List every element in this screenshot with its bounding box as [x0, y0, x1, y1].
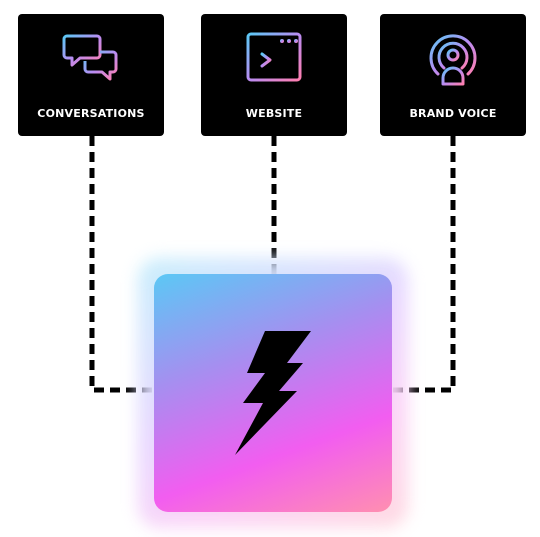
source-label-brand-voice: BRAND VOICE — [409, 107, 497, 120]
source-label-conversations: CONVERSATIONS — [37, 107, 145, 120]
terminal-window-icon — [244, 28, 304, 88]
chat-bubbles-icon — [61, 28, 121, 88]
source-card-brand-voice: BRAND VOICE — [380, 14, 526, 136]
lightning-bolt-icon — [225, 329, 321, 457]
broadcast-user-icon — [423, 28, 483, 88]
hub-box — [154, 274, 392, 512]
connector-conversations — [89, 136, 158, 393]
source-card-website: WEBSITE — [201, 14, 347, 136]
connector-brand-voice — [390, 136, 456, 393]
source-card-conversations: CONVERSATIONS — [18, 14, 164, 136]
source-label-website: WEBSITE — [245, 107, 303, 120]
